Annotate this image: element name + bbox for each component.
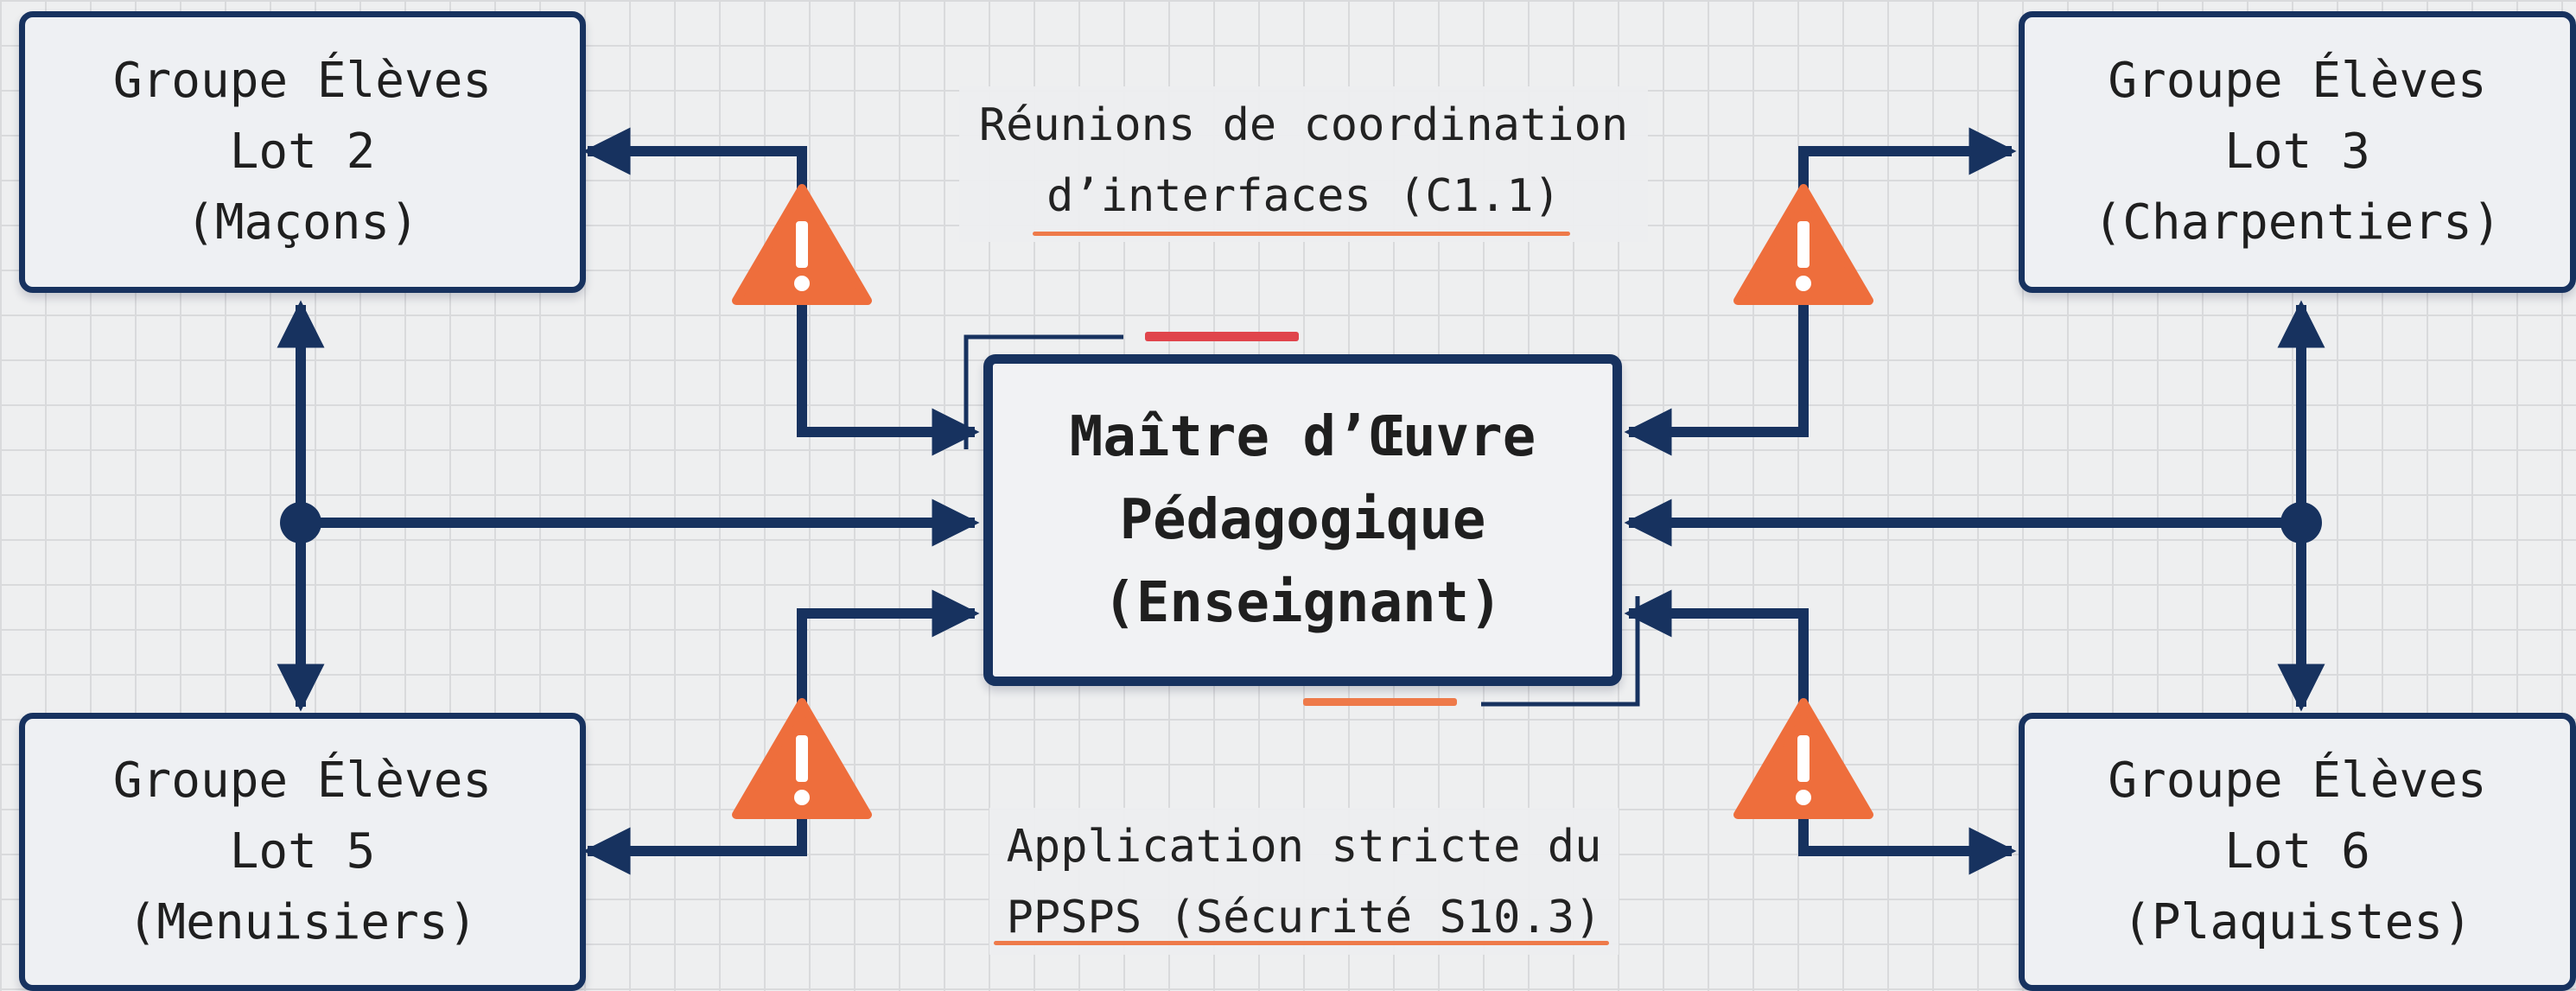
- center-label-line-3: (Enseignant): [1103, 571, 1503, 635]
- warning-icon: [1733, 184, 1873, 305]
- junction-dot-right: [2280, 502, 2322, 543]
- note-top-line-2: d’interfaces (C1.1): [1046, 170, 1561, 222]
- group-box-lot3: Groupe Élèves Lot 3 (Charpentiers): [2019, 11, 2576, 293]
- note-top-line-1: Réunions de coordination: [978, 99, 1629, 151]
- lot6-line-1: Groupe Élèves: [2108, 753, 2487, 809]
- center-deco-bracket-bottom: [1481, 596, 1640, 707]
- center-box-label: Maître d’Œuvre Pédagogique (Enseignant): [1070, 396, 1536, 645]
- center-label-line-1: Maître d’Œuvre: [1069, 405, 1536, 469]
- lot6-line-3: (Plaquistes): [2122, 894, 2472, 950]
- lot5-line-1: Groupe Élèves: [112, 753, 493, 809]
- center-box-maitre-oeuvre: Maître d’Œuvre Pédagogique (Enseignant): [983, 354, 1622, 686]
- warning-icon: [1733, 698, 1873, 819]
- note-coordination-meetings: Réunions de coordination d’interfaces (C…: [959, 86, 1648, 242]
- lot2-line-2: Lot 2: [229, 124, 376, 180]
- group-box-lot2: Groupe Élèves Lot 2 (Maçons): [19, 11, 586, 293]
- lot3-line-2: Lot 3: [2224, 124, 2370, 180]
- note-bottom-line-1: Application stricte du: [1006, 821, 1602, 873]
- junction-dot-left: [280, 502, 321, 543]
- group-box-lot5: Groupe Élèves Lot 5 (Menuisiers): [19, 713, 586, 991]
- lot2-line-3: (Maçons): [186, 194, 419, 251]
- center-accent-bar-bottom: [1303, 698, 1457, 706]
- warning-icon: [732, 184, 872, 305]
- warning-icon: [732, 698, 872, 819]
- center-accent-bar-top: [1145, 332, 1299, 341]
- note-top-underline: [1033, 232, 1570, 236]
- note-bottom-line-2: PPSPS (Sécurité S10.3): [1006, 892, 1602, 943]
- group-box-lot6: Groupe Élèves Lot 6 (Plaquistes): [2019, 713, 2576, 991]
- lot3-line-3: (Charpentiers): [2093, 194, 2502, 251]
- center-label-line-2: Pédagogique: [1119, 488, 1486, 552]
- lot3-line-1: Groupe Élèves: [2108, 53, 2487, 109]
- center-deco-bracket-top: [964, 334, 1123, 449]
- lot5-line-3: (Menuisiers): [127, 894, 478, 950]
- lot6-line-2: Lot 6: [2224, 823, 2370, 880]
- lot2-line-1: Groupe Élèves: [112, 53, 493, 109]
- note-ppsps-safety: Application stricte du PPSPS (Sécurité S…: [989, 808, 1619, 955]
- lot5-line-2: Lot 5: [229, 823, 376, 880]
- note-bottom-underline: [994, 941, 1609, 945]
